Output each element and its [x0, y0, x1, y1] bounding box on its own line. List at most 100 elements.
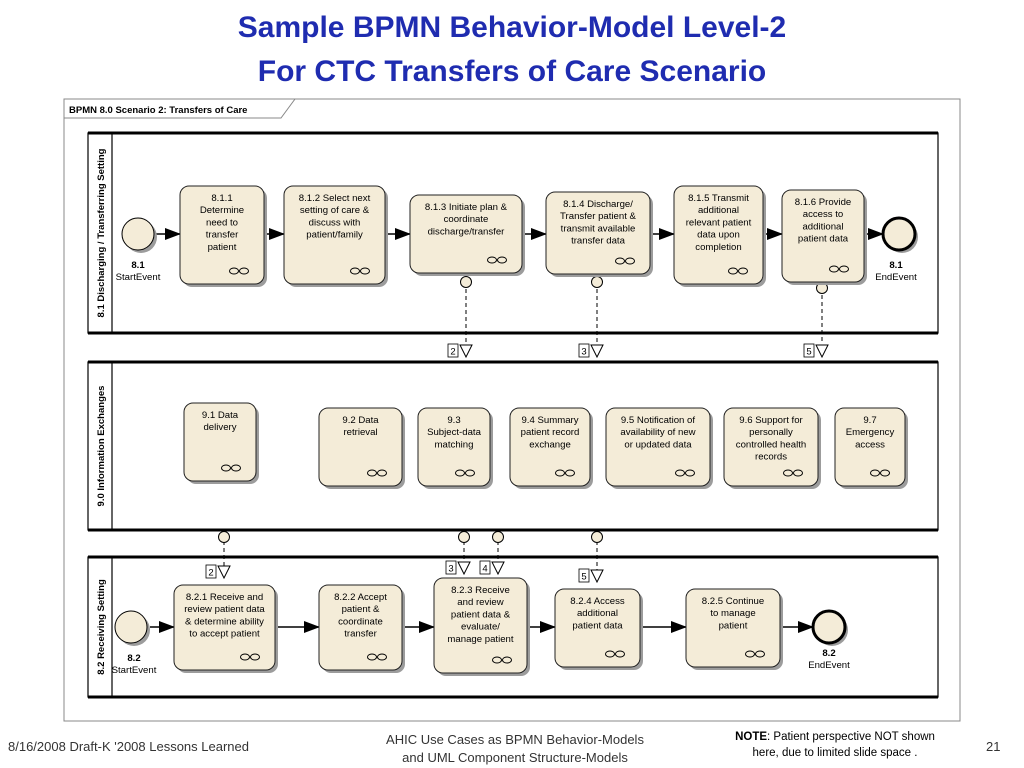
event-label-line: StartEvent	[112, 665, 157, 676]
task-label-line: 9.1 Data	[202, 410, 239, 421]
task-box	[173, 584, 276, 671]
lane-label-information-exchanges: 9.0 Information Exchanges	[96, 386, 107, 507]
interface-target: 5	[578, 568, 604, 584]
task-label-line: patient	[719, 620, 748, 631]
events-layer: 8.1StartEvent8.1EndEvent8.2StartEvent8.2…	[112, 216, 918, 676]
task-label-line: transfer	[206, 230, 239, 241]
event-label-line: 8.1	[889, 260, 903, 271]
task-label-line: 8.1.6 Provide	[795, 197, 852, 208]
collaboration-icon	[870, 469, 890, 477]
task-label-line: transmit available	[561, 223, 636, 234]
task-label-line: personally	[749, 427, 793, 438]
interface-label-box	[578, 343, 590, 358]
collaboration-icon	[829, 265, 849, 273]
interface-label: 3	[448, 564, 453, 575]
page-number: 21	[986, 739, 1001, 754]
task-label-line: discuss with	[309, 217, 361, 228]
task-label-line: coordinate	[444, 214, 489, 225]
footer-note-line-2: here, due to limited slide space .	[752, 747, 918, 759]
interface-port	[591, 531, 603, 543]
task-label-line: data upon	[697, 230, 740, 241]
task-label-line: Determine	[200, 205, 244, 216]
footer-center-line-2: and UML Component Structure-Models	[402, 750, 628, 765]
task-label-line: evaluate/	[461, 622, 500, 633]
event-label-line: 8.1	[131, 260, 145, 271]
interface-triangle	[491, 561, 505, 576]
task-label-line: delivery	[203, 422, 236, 433]
collaboration-icon	[783, 469, 803, 477]
interface-triangle	[590, 569, 604, 584]
task-box	[409, 194, 523, 274]
task-box	[834, 407, 906, 487]
task-label-line: and review	[457, 597, 503, 608]
task-box	[318, 407, 403, 487]
task-label-line: 8.2.2 Accept	[334, 592, 387, 603]
task-box	[433, 577, 528, 674]
task-label-line: Transfer patient &	[560, 211, 636, 222]
event-label-line: EndEvent	[808, 660, 850, 671]
interface-target: 2	[205, 564, 231, 580]
interface-label-box	[578, 568, 590, 583]
footer-note: NOTE: Patient perspective NOT shown here…	[700, 729, 970, 761]
interface-label: 5	[806, 347, 811, 358]
interface-label-box	[803, 343, 815, 358]
task-label-line: review patient data	[184, 604, 265, 615]
interface-label: 2	[208, 568, 213, 579]
interface-target: 3	[445, 560, 471, 576]
event-label-line: 8.2	[822, 648, 835, 659]
collaboration-icon	[455, 469, 475, 477]
task-box	[545, 191, 651, 275]
task-8-1-3[interactable]: 8.1.3 Initiate plan &coordinatedischarge…	[409, 194, 525, 276]
task-label-line: manage patient	[447, 634, 513, 645]
task-label-line: exchange	[529, 439, 571, 450]
frame-label-tab	[63, 98, 296, 119]
footer-note-text: : Patient perspective NOT shown	[767, 731, 935, 743]
task-label-line: 8.2.1 Receive and	[186, 592, 263, 603]
task-box	[318, 584, 403, 671]
interface-label: 5	[581, 572, 586, 583]
task-label-line: patient data	[572, 620, 623, 631]
task-label-line: patient data	[798, 234, 849, 245]
task-label-line: access	[855, 439, 885, 450]
task-label-line: 9.3	[447, 415, 460, 426]
task-8-1-4[interactable]: 8.1.4 Discharge/Transfer patient &transm…	[545, 191, 653, 277]
task-label-line: 9.4 Summary	[521, 415, 578, 426]
task-label-line: patient data &	[451, 609, 511, 620]
task-box	[723, 407, 819, 487]
interface-port	[218, 531, 230, 543]
task-box	[179, 185, 265, 285]
task-label-line: records	[755, 452, 787, 463]
task-label-line: to accept patient	[189, 629, 260, 640]
interface-label: 4	[482, 564, 487, 575]
task-label-line: 8.1.4 Discharge/	[563, 199, 633, 210]
task-label-line: Subject-data	[427, 427, 482, 438]
task-label-line: access to	[803, 209, 844, 220]
task-label-line: 8.1.2 Select next	[299, 193, 371, 204]
task-label-line: & determine ability	[185, 616, 264, 627]
event-circle	[121, 217, 155, 251]
task-label-line: 9.7	[863, 415, 876, 426]
task-label-line: 8.1.1	[211, 193, 232, 204]
